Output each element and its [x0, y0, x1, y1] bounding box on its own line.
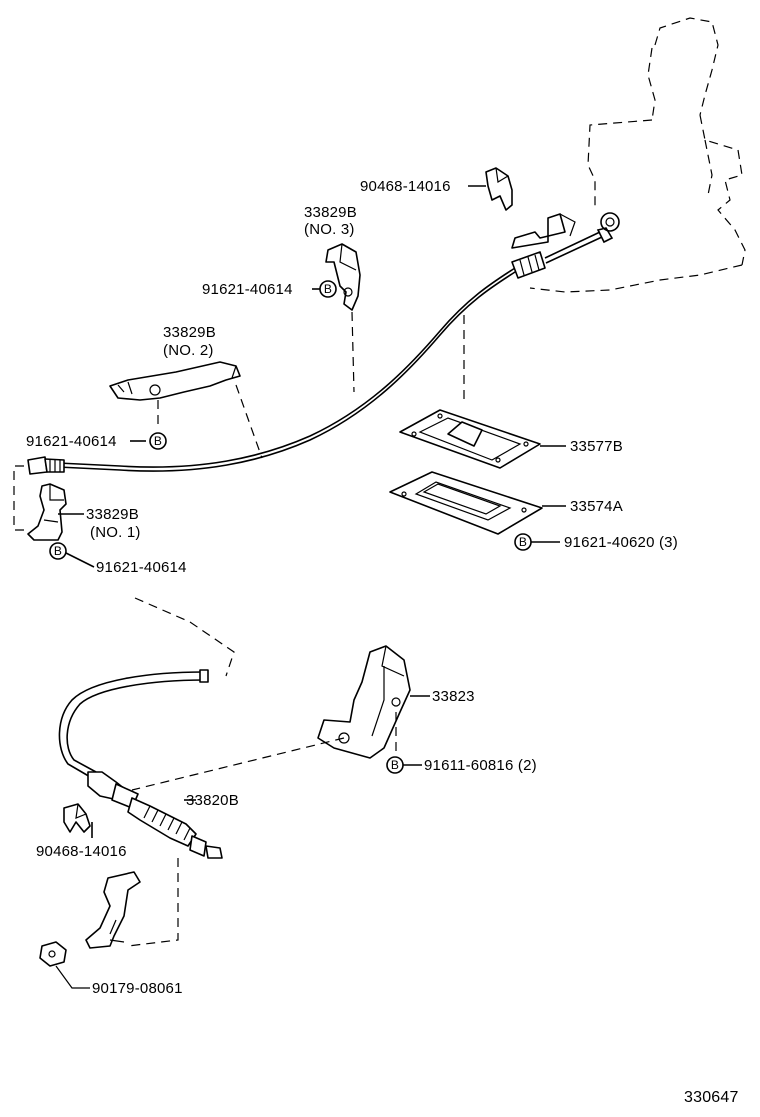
bolt-marker-no3 — [319, 280, 337, 298]
label-bracket-no2-tag: (NO. 2) — [163, 342, 214, 359]
label-select-cable: 33820B — [186, 792, 239, 809]
cable-bracket — [131, 645, 430, 791]
select-cable-lower — [58, 669, 223, 859]
cable-routing-dashed — [134, 597, 235, 677]
bracket-no2 — [109, 361, 263, 459]
label-bracket-no1-number: 33829B — [86, 506, 139, 523]
part-labels: 90468-14016 33829B (NO. 3) 91621-40614 B… — [26, 178, 739, 1106]
bolt-marker-bracket-text: B — [391, 758, 399, 772]
clip-lower — [63, 803, 93, 838]
label-cable-bracket: 33823 — [432, 688, 475, 705]
bolt-marker-no3-text: B — [324, 282, 332, 296]
label-bracket-no3-tag: (NO. 3) — [304, 221, 355, 238]
label-boot-plate: 33577B — [570, 438, 623, 455]
boot-plate — [399, 315, 566, 469]
label-bracket-bolts: 91611-60816 (2) — [424, 757, 537, 774]
bracket-no1 — [13, 465, 84, 541]
lever-bracket — [511, 213, 576, 249]
transmission-housing — [529, 17, 746, 293]
label-bolt-no1: 91621-40614 — [96, 559, 187, 576]
bracket-no3 — [312, 243, 361, 393]
clip-upper — [468, 167, 513, 211]
figure-number: 330647 — [684, 1089, 739, 1106]
label-boot-gasket: 33574A — [570, 498, 623, 515]
lower-bracket — [85, 858, 179, 949]
label-plate-bolts: 91621-40620 (3) — [564, 534, 678, 551]
bolt-no1-leader — [65, 552, 95, 568]
bolt-marker-no2 — [149, 432, 167, 450]
bolt-marker-no1-text: B — [54, 544, 62, 558]
bolt-marker-no1 — [49, 542, 67, 560]
label-nut: 90179-08061 — [92, 980, 183, 997]
label-clip-upper: 90468-14016 — [360, 178, 451, 195]
shift-cable-upper — [27, 212, 620, 475]
label-bolt-no3: 91621-40614 — [202, 281, 293, 298]
label-bolt-no2: 91621-40614 — [26, 433, 117, 450]
bolt-marker-plate — [514, 533, 532, 551]
bolt-marker-no2-text: B — [154, 434, 162, 448]
bolt-marker-plate-text: B — [519, 535, 527, 549]
hex-nut — [39, 941, 90, 989]
label-bracket-no2-number: 33829B — [163, 324, 216, 341]
label-bracket-no3-number: 33829B — [304, 204, 357, 221]
label-clip-lower: 90468-14016 — [36, 843, 127, 860]
boot-gasket — [389, 471, 566, 535]
label-bracket-no1-tag: (NO. 1) — [90, 524, 141, 541]
